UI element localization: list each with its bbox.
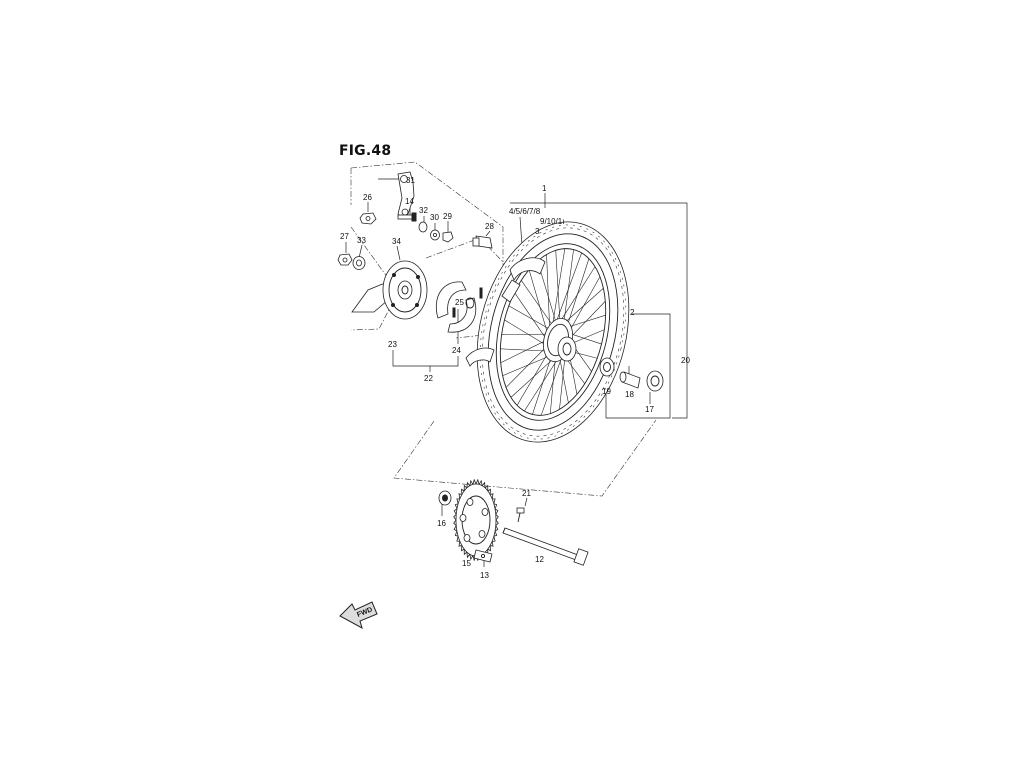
callout-12: 12 (535, 555, 544, 564)
callout-1: 1 (542, 184, 547, 193)
callout-labels: 1 2 3 4/5/6/7/8 9/10/1ı 12 13 14 15 16 1… (340, 176, 690, 580)
bracket-lines (392, 193, 688, 419)
callout-27: 27 (340, 232, 349, 241)
callout-24: 24 (452, 346, 461, 355)
callout-19: 19 (602, 387, 611, 396)
callout-13: 13 (480, 571, 489, 580)
callout-28: 28 (485, 222, 494, 231)
forward-direction-arrow: FWD (339, 601, 378, 630)
fasteners (337, 212, 454, 270)
lock-washer-part (473, 549, 493, 563)
bearings-and-spacer (599, 357, 664, 392)
sprocket-bolt-part (516, 507, 525, 523)
callout-17: 17 (645, 405, 654, 414)
callout-14: 14 (405, 197, 414, 206)
callout-31: 31 (406, 176, 415, 185)
callout-21: 21 (522, 489, 531, 498)
callout-3: 3 (535, 227, 540, 236)
callout-34: 34 (392, 237, 401, 246)
callout-30: 30 (430, 213, 439, 222)
callout-23: 23 (388, 340, 397, 349)
brake-panel-part (351, 260, 428, 320)
callout-33: 33 (357, 236, 366, 245)
brake-cam-part (472, 235, 493, 249)
callout-25: 25 (455, 298, 464, 307)
brake-shoes-part (436, 281, 483, 333)
callout-32: 32 (419, 206, 428, 215)
callout-9-11: 9/10/1ı (540, 217, 564, 226)
brake-arm-part (397, 171, 415, 219)
callout-15: 15 (462, 559, 471, 568)
inner-tube-part (465, 257, 546, 367)
callout-20: 20 (681, 356, 690, 365)
callout-18: 18 (625, 390, 634, 399)
callout-26: 26 (363, 193, 372, 202)
axle-part (502, 527, 589, 566)
callout-22: 22 (424, 374, 433, 383)
sprocket-nut-part (438, 490, 452, 506)
callout-16: 16 (437, 519, 446, 528)
rear-sprocket-part (453, 478, 499, 562)
callout-4-8: 4/5/6/7/8 (509, 207, 541, 216)
figure-title: FIG.48 (339, 143, 392, 159)
callout-29: 29 (443, 212, 452, 221)
callout-2: 2 (630, 308, 635, 317)
